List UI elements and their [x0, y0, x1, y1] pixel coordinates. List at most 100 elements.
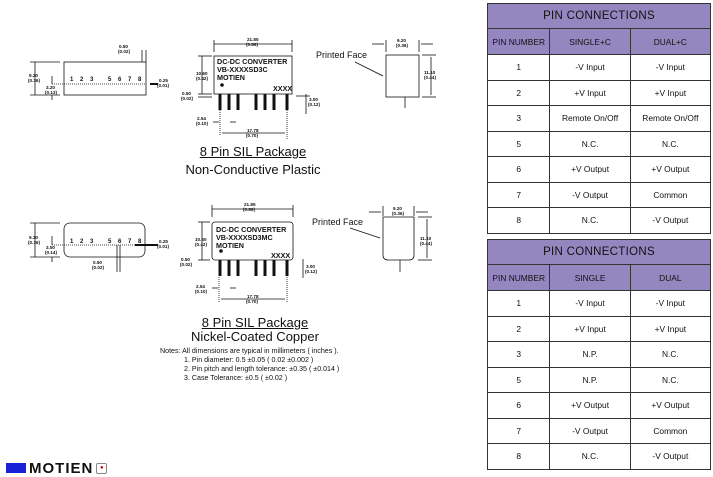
- table-cell: 7: [486, 417, 551, 444]
- pin-number: 2: [80, 239, 84, 245]
- dim-standoff: 0.50: [182, 91, 191, 96]
- table-cell: -V Input: [629, 290, 712, 317]
- table-cell: +V Input: [549, 79, 631, 106]
- note-item: 1. Pin diameter: 0.5 ±0.05 ( 0.02 ±0.002…: [184, 356, 314, 364]
- pin: [236, 94, 240, 110]
- dim-length: 21.85: [247, 37, 259, 42]
- pin: [272, 260, 276, 276]
- pin-number: 7: [128, 77, 132, 83]
- pin-number: 6: [118, 239, 122, 245]
- dim-height: 9.30: [29, 235, 38, 240]
- pin: [227, 260, 231, 276]
- sil-front-view-2: [211, 221, 294, 261]
- dim-length: 21.85: [244, 202, 256, 207]
- dimension-notes: Notes: All dimensions are typical in mil…: [160, 347, 339, 383]
- pin-number: 8: [138, 239, 142, 245]
- table-row: 6+V Output+V Output: [486, 392, 712, 419]
- pin-number: 7: [128, 239, 132, 245]
- dim-pin-offset: 3.20: [46, 85, 55, 90]
- pin: [263, 260, 267, 276]
- pin: [227, 94, 231, 110]
- pin: [218, 94, 222, 110]
- sil-end-view-2: [382, 216, 415, 261]
- dim-total-h: 11.10: [424, 70, 436, 75]
- package-title-2: 8 Pin SIL Package: [201, 315, 309, 330]
- dim-total-h: 11.10: [420, 236, 432, 241]
- dim-total-h-in: (0.44): [420, 241, 432, 246]
- sil-side-view: [63, 61, 147, 96]
- table-cell: -V Output: [549, 181, 631, 208]
- dim-standoff-in: (0.02): [180, 262, 192, 267]
- dim-pin-offset: 3.50: [46, 245, 55, 250]
- dim-depth-in: (0.36): [396, 43, 408, 48]
- module-label-line2: VB-XXXXSD3MC: [216, 233, 273, 242]
- pin-number: 6: [118, 77, 122, 83]
- pin: [285, 94, 289, 110]
- date-code: XXXX: [273, 84, 292, 93]
- note-item: 3. Case Tolerance: ±0.5 ( ±0.02 ): [184, 374, 288, 382]
- table-cell: N.C.: [549, 130, 631, 157]
- column-header: DUAL+C: [629, 28, 712, 55]
- table-row: 1-V Input-V Input: [486, 54, 712, 81]
- table-cell: Remote On/Off: [629, 105, 712, 132]
- table-cell: -V Output: [629, 207, 712, 234]
- dim-height: 9.20: [29, 73, 38, 78]
- pin-number: 5: [108, 77, 112, 83]
- pin-number: 3: [90, 77, 94, 83]
- printed-face-label: Printed Face: [312, 217, 363, 227]
- sil-end-view: [385, 54, 420, 98]
- dim-pitch-in: (0.10): [196, 121, 208, 126]
- dim-length-in: (0.86): [246, 42, 258, 47]
- note-item: 2. Pin pitch and length tolerance: ±0.35…: [184, 365, 340, 373]
- footer-logo: MOTIEN ●: [6, 460, 108, 477]
- pin: [263, 94, 267, 110]
- table-cell: -V Output: [549, 417, 631, 444]
- package-subtitle-1: Non-Conductive Plastic: [185, 162, 321, 177]
- module-label-line1: DC-DC CONVERTER: [217, 57, 288, 66]
- table-cell: 5: [486, 366, 551, 393]
- date-code: XXXX: [271, 251, 290, 260]
- table-cell: 3: [486, 105, 551, 132]
- package-subtitle-2: Nickel-Coated Copper: [191, 329, 319, 344]
- sil-front-view: [213, 55, 293, 95]
- table-cell: +V Input: [549, 315, 631, 342]
- table-cell: 1: [486, 290, 551, 317]
- dim-depth-in: (0.36): [392, 211, 404, 216]
- table-cell: 7: [486, 181, 551, 208]
- table-cell: +V Output: [549, 156, 631, 183]
- dim-pin-len: 3.00: [306, 264, 315, 269]
- dim-pin-width-in: (0.02): [118, 49, 130, 54]
- table-row: 2+V Input+V Input: [486, 79, 712, 106]
- module-label-line3: MOTIEN: [216, 241, 244, 250]
- table-cell: N.C.: [629, 366, 712, 393]
- table-cell: -V Input: [549, 290, 631, 317]
- module-label-line2: VB-XXXXSD3C: [217, 65, 268, 74]
- table-row: 1-V Input-V Input: [486, 290, 712, 317]
- dim-height-in: (0.36): [28, 78, 40, 83]
- dim-pin-width-in: (0.02): [92, 265, 104, 270]
- table-cell: +V Input: [629, 79, 712, 106]
- table-cell: 2: [486, 79, 551, 106]
- column-header: SINGLE+C: [549, 28, 631, 55]
- table-cell: 1: [486, 54, 551, 81]
- table-cell: 6: [486, 156, 551, 183]
- pin: [236, 260, 240, 276]
- dim-pitch: 2.54: [196, 284, 205, 289]
- table-cell: 6: [486, 392, 551, 419]
- dim-body-h: 10.60: [196, 71, 208, 76]
- table-cell: Common: [629, 417, 712, 444]
- dim-depth: 9.20: [397, 38, 406, 43]
- pin-number: 2: [80, 77, 84, 83]
- dim-standoff-in: (0.02): [181, 96, 193, 101]
- pin-number: 8: [138, 77, 142, 83]
- table-cell: +V Output: [629, 392, 712, 419]
- dim-pitch: 2.54: [197, 116, 206, 121]
